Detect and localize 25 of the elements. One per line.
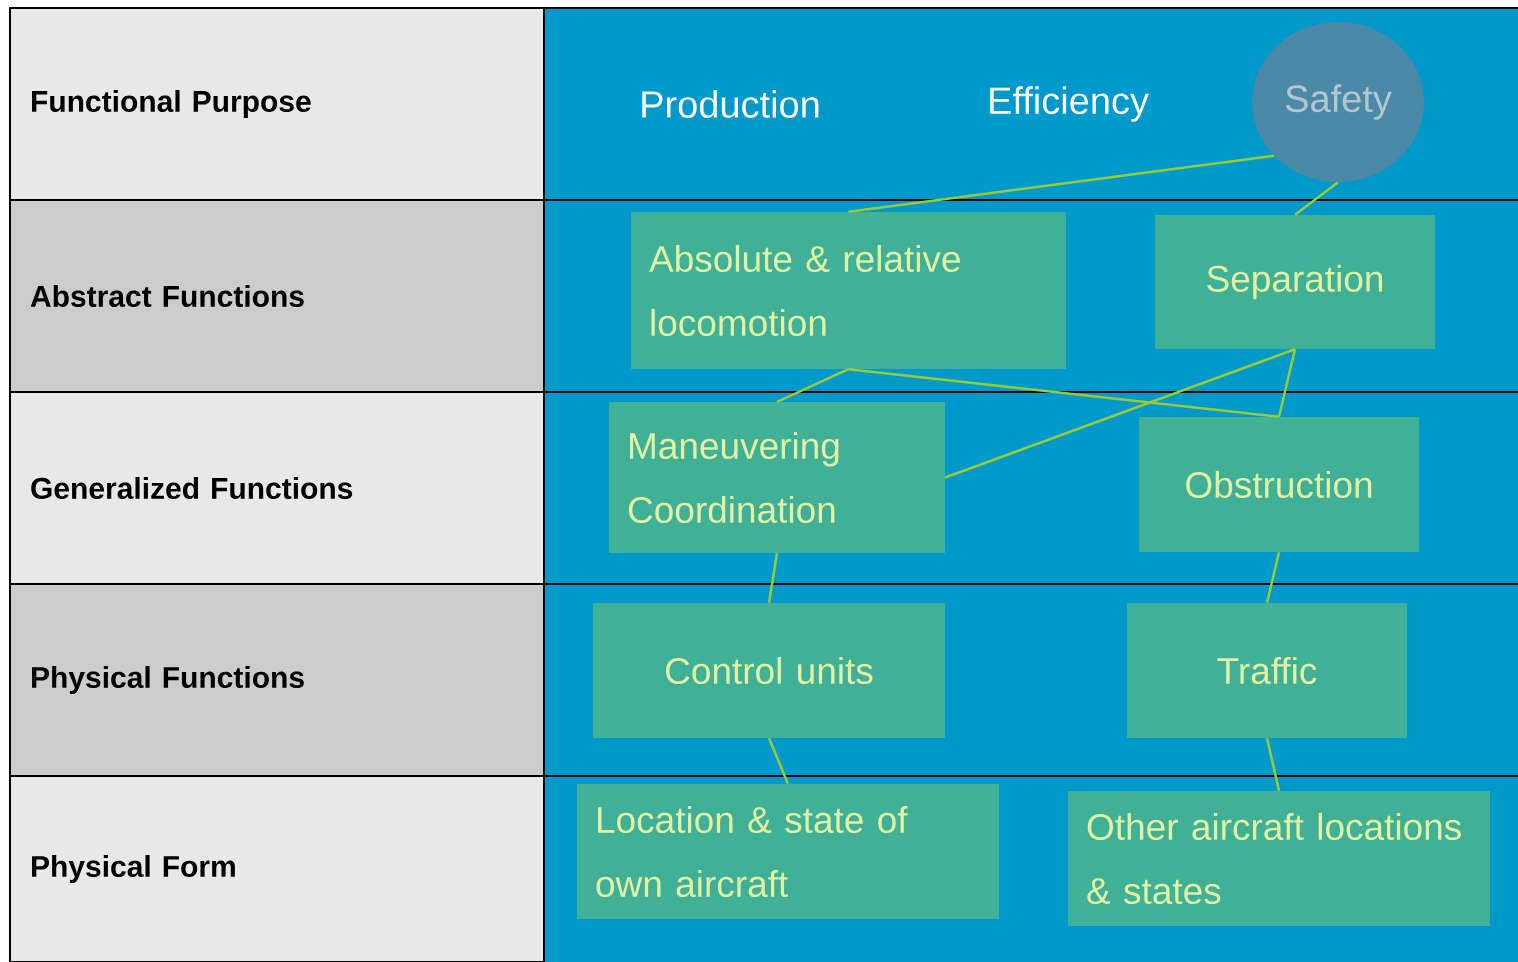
connector-line	[767, 553, 779, 603]
function-box: Control units	[593, 603, 945, 738]
function-box: Obstruction	[1139, 417, 1419, 552]
function-box: Traffic	[1127, 603, 1407, 738]
connector-line	[1265, 737, 1281, 792]
goal-label: Production	[642, 90, 819, 118]
goal-label: Efficiency	[990, 86, 1149, 122]
function-box: Absolute & relative locomotion	[631, 212, 1066, 369]
row-header-cell: Functional Purpose	[9, 7, 545, 201]
connector-line	[776, 368, 850, 403]
row-header-cell: Abstract Functions	[9, 199, 545, 393]
connector-line	[1265, 551, 1281, 604]
function-box: Location & state of own aircraft	[577, 784, 999, 919]
connector-line	[848, 154, 1275, 214]
row-header-cell: Generalized Functions	[9, 391, 545, 585]
connector-line	[944, 348, 1296, 479]
connector-line	[848, 367, 1280, 419]
row-header-cell: Physical Form	[9, 775, 545, 962]
function-box: Separation	[1155, 215, 1435, 349]
connector-line	[1294, 181, 1339, 216]
function-box: Maneuvering Coordination	[609, 402, 945, 553]
connector-line	[1277, 348, 1297, 418]
row-header-cell: Physical Functions	[9, 583, 545, 777]
function-box: Other aircraft locations & states	[1068, 791, 1490, 926]
connector-line	[767, 737, 790, 785]
